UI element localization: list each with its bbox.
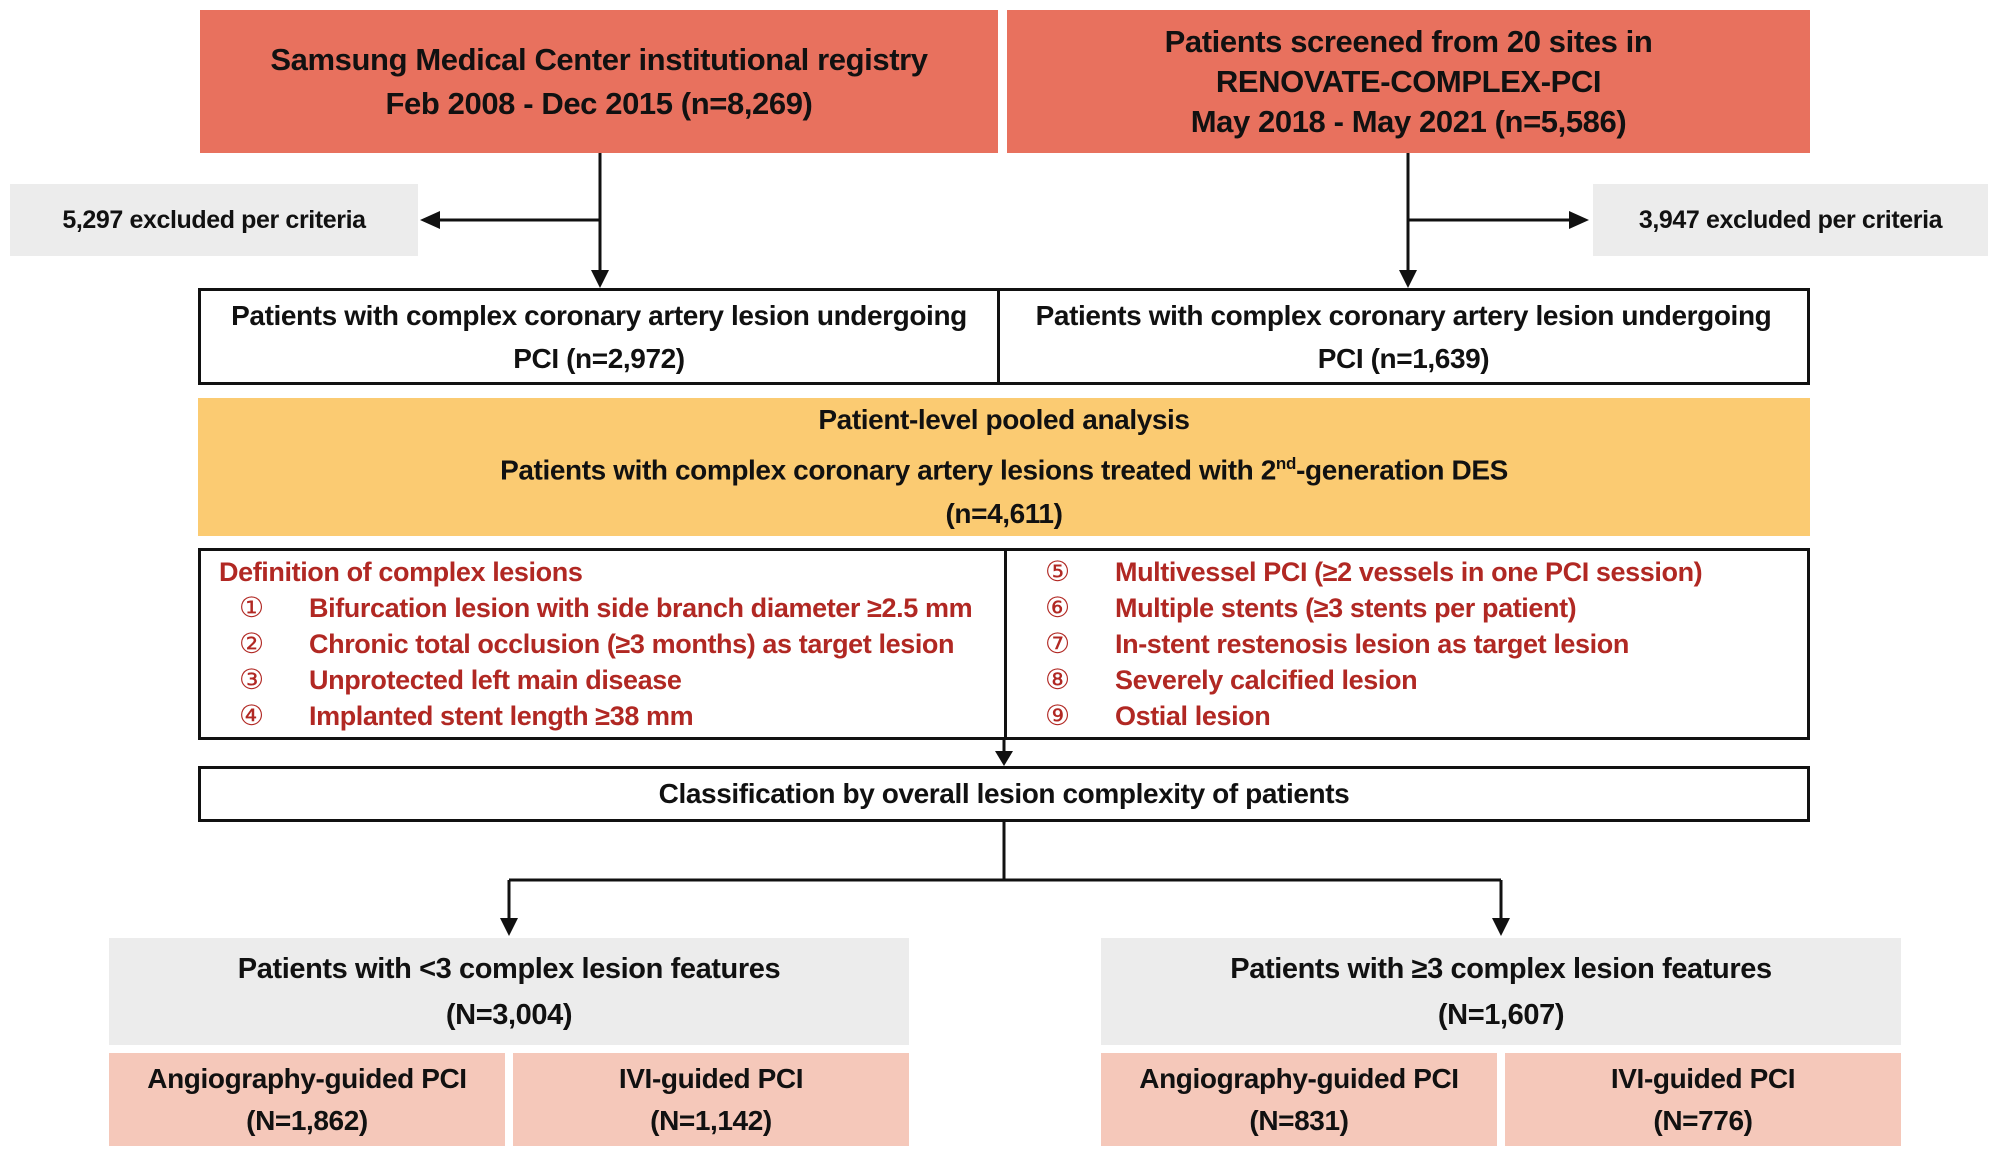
arm-lt3-angio-line1: Angiography-guided PCI (147, 1062, 467, 1094)
definition-item-4: ④ Implanted stent length ≥38 mm (201, 698, 994, 734)
connector-right-registry-down (1399, 153, 1417, 288)
circled-number-6-icon: ⑥ (1045, 591, 1070, 624)
definitions-title: Definition of complex lesions (219, 556, 583, 587)
complex-pci-right-line2: PCI (n=1,639) (1317, 342, 1490, 374)
complex-pci-left-line2: PCI (n=2,972) (513, 342, 685, 374)
classification-box: Classification by overall lesion complex… (198, 766, 1810, 822)
group-ge3-line1: Patients with ≥3 complex lesion features (1230, 952, 1772, 985)
definition-item-6-text: Multiple stents (≥3 stents per patient) (1115, 593, 1577, 623)
pooled-line2: Patients with complex coronary artery le… (500, 442, 1508, 492)
definition-item-5-text: Multivessel PCI (≥2 vessels in one PCI s… (1115, 557, 1703, 587)
registry-renovate-line1: Patients screened from 20 sites in (1164, 23, 1653, 59)
pooled-line2-prefix: Patients with complex coronary artery le… (500, 454, 1276, 486)
arm-box-lt3-ivi: IVI-guided PCI (N=1,142) (513, 1053, 909, 1146)
exclusion-right-label: 3,947 excluded per criteria (1638, 206, 1943, 234)
complex-pci-right-line1: Patients with complex coronary artery le… (1035, 299, 1772, 331)
connector-classification-branch (500, 822, 1510, 936)
definitions-column-left: Definition of complex lesions ① Bifurcat… (201, 551, 1004, 737)
group-lt3-line2: (N=3,004) (445, 998, 573, 1031)
pooled-line2-superscript: nd (1275, 453, 1297, 473)
circled-number-4-icon: ④ (239, 698, 264, 732)
registry-renovate-line2: RENOVATE-COMPLEX-PCI (1215, 63, 1602, 99)
group-box-lt3: Patients with <3 complex lesion features… (109, 938, 909, 1045)
registry-smc-line2: Feb 2008 - Dec 2015 (n=8,269) (385, 85, 813, 121)
exclusion-box-left: 5,297 excluded per criteria (10, 184, 418, 256)
group-lt3-line1: Patients with <3 complex lesion features (237, 952, 781, 985)
circled-number-3-icon: ③ (239, 662, 264, 696)
arm-box-ge3-angio: Angiography-guided PCI (N=831) (1101, 1053, 1497, 1146)
definition-item-2-text: Chronic total occlusion (≥3 months) as t… (309, 628, 955, 659)
arm-lt3-ivi-line2: (N=1,142) (650, 1104, 772, 1136)
definition-item-1-text: Bifurcation lesion with side branch diam… (309, 592, 973, 623)
arm-lt3-ivi-line1: IVI-guided PCI (618, 1062, 804, 1094)
lesion-definitions-box: Definition of complex lesions ① Bifurcat… (198, 548, 1810, 740)
registry-renovate-line3: May 2018 - May 2021 (n=5,586) (1190, 103, 1627, 139)
arm-box-ge3-ivi: IVI-guided PCI (N=776) (1505, 1053, 1901, 1146)
exclusion-left-label: 5,297 excluded per criteria (62, 206, 366, 234)
registry-smc-line1: Samsung Medical Center institutional reg… (270, 41, 928, 77)
arm-ge3-angio-line2: (N=831) (1249, 1104, 1349, 1136)
pooled-analysis-box: Patient-level pooled analysis Patients w… (198, 398, 1810, 536)
definition-item-4-text: Implanted stent length ≥38 mm (309, 700, 694, 731)
connector-right-exclusion-arrow (1408, 211, 1589, 229)
arm-ge3-ivi-line2: (N=776) (1653, 1104, 1753, 1136)
circled-number-7-icon: ⑦ (1045, 627, 1070, 660)
definition-item-3: ③ Unprotected left main disease (201, 662, 994, 698)
pooled-line1: Patient-level pooled analysis (818, 403, 1190, 435)
pooled-line2-suffix: -generation DES (1296, 454, 1508, 486)
definition-item-2: ② Chronic total occlusion (≥3 months) as… (201, 626, 994, 662)
arm-ge3-angio-line1: Angiography-guided PCI (1139, 1062, 1459, 1094)
connector-left-registry-down (591, 153, 609, 288)
definition-item-3-text: Unprotected left main disease (309, 664, 682, 695)
definition-item-8: ⑧ Severely calcified lesion (1007, 662, 1797, 698)
definition-item-7-text: In-stent restenosis lesion as target les… (1115, 629, 1629, 659)
complex-pci-box-right: Patients with complex coronary artery le… (997, 288, 1810, 385)
definition-item-1: ① Bifurcation lesion with side branch di… (201, 590, 994, 626)
definition-item-6: ⑥ Multiple stents (≥3 stents per patient… (1007, 590, 1797, 626)
circled-number-9-icon: ⑨ (1045, 699, 1070, 732)
connector-left-exclusion-arrow (420, 211, 600, 229)
arm-lt3-angio-line2: (N=1,862) (246, 1104, 368, 1136)
circled-number-8-icon: ⑧ (1045, 663, 1070, 696)
definitions-column-right: ⑤ Multivessel PCI (≥2 vessels in one PCI… (1004, 551, 1807, 737)
definition-item-7: ⑦ In-stent restenosis lesion as target l… (1007, 626, 1797, 662)
arm-ge3-ivi-line1: IVI-guided PCI (1610, 1062, 1796, 1094)
circled-number-2-icon: ② (239, 626, 264, 660)
definition-item-9: ⑨ Ostial lesion (1007, 698, 1797, 734)
arm-box-lt3-angio: Angiography-guided PCI (N=1,862) (109, 1053, 505, 1146)
classification-label: Classification by overall lesion complex… (658, 778, 1350, 809)
circled-number-5-icon: ⑤ (1045, 555, 1070, 588)
definition-item-8-text: Severely calcified lesion (1115, 665, 1418, 695)
registry-box-smc: Samsung Medical Center institutional reg… (200, 10, 998, 153)
exclusion-box-right: 3,947 excluded per criteria (1593, 184, 1988, 256)
connector-definitions-to-classification (995, 740, 1013, 766)
complex-pci-left-line1: Patients with complex coronary artery le… (231, 299, 967, 331)
pooled-line3: (n=4,611) (945, 498, 1063, 530)
definition-item-9-text: Ostial lesion (1115, 701, 1271, 731)
definition-item-5: ⑤ Multivessel PCI (≥2 vessels in one PCI… (1007, 554, 1797, 590)
group-box-ge3: Patients with ≥3 complex lesion features… (1101, 938, 1901, 1045)
registry-box-renovate: Patients screened from 20 sites in RENOV… (1007, 10, 1810, 153)
group-ge3-line2: (N=1,607) (1437, 998, 1565, 1031)
circled-number-1-icon: ① (239, 590, 264, 624)
complex-pci-box-left: Patients with complex coronary artery le… (198, 288, 1000, 385)
